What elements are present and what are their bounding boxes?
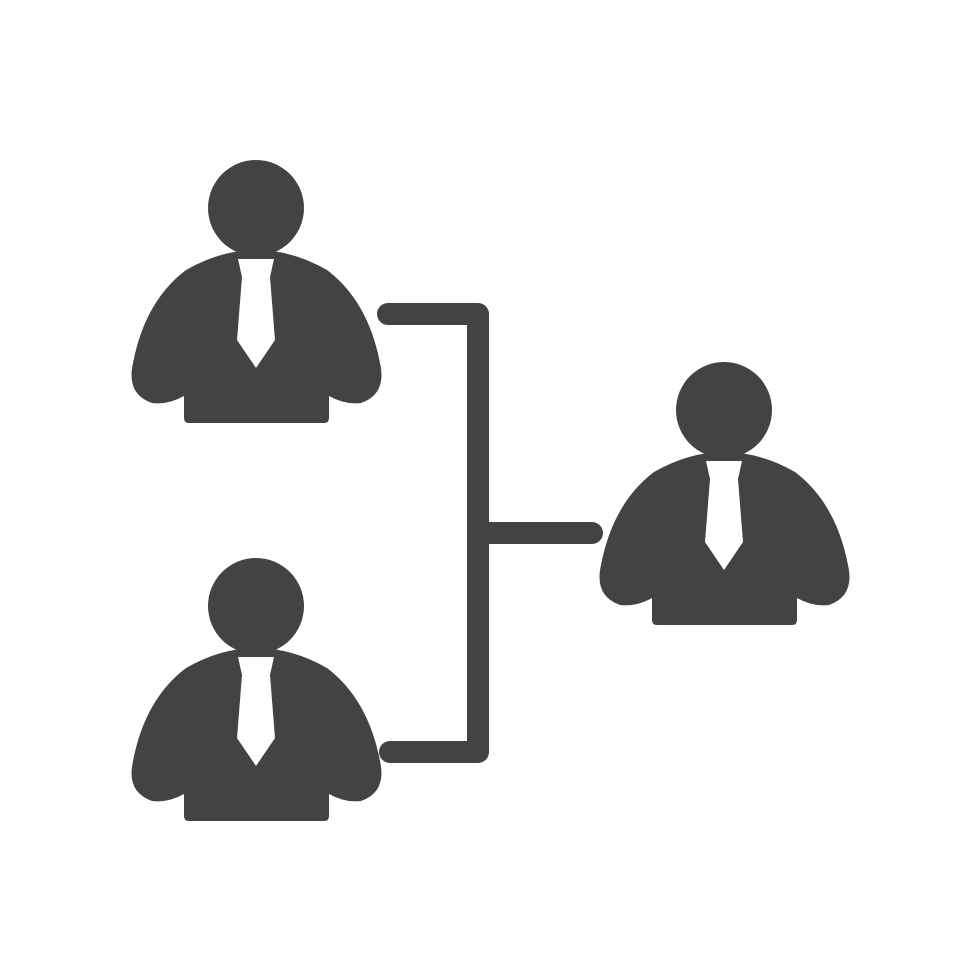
bracket-connector <box>377 303 603 763</box>
